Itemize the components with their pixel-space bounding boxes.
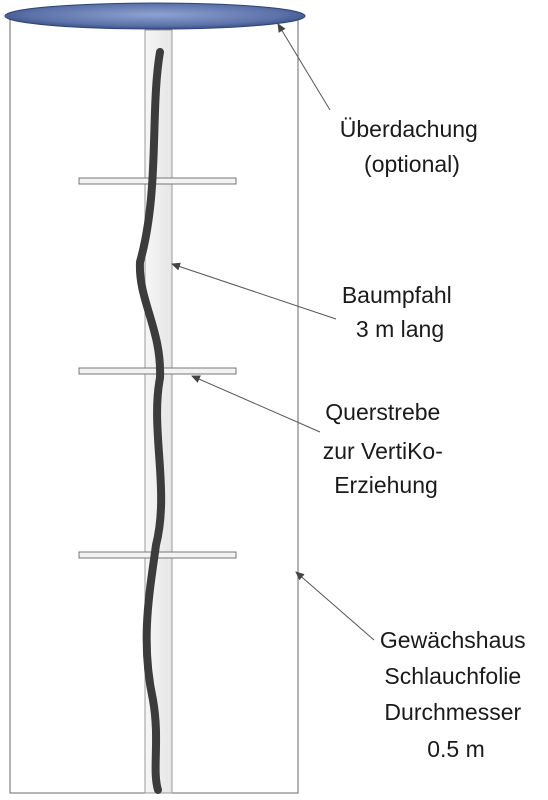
roof-ellipse: [4, 2, 306, 30]
label-stake: Baumpfahl 3 m lang: [342, 282, 458, 342]
label-greenhouse-line-3: Durchmesser: [384, 699, 521, 725]
arrow-roof: [277, 23, 331, 111]
label-roof-line-2: (optional): [364, 151, 460, 177]
label-greenhouse-line-1: Gewächshaus: [380, 627, 526, 653]
label-roof: Überdachung (optional): [340, 116, 485, 177]
label-crossbar-line-3: Erziehung: [334, 472, 438, 498]
crossbar-top: [78, 177, 237, 185]
label-stake-line-1: Baumpfahl: [342, 282, 452, 308]
arrow-stake: [171, 262, 337, 320]
label-crossbar-line-2: zur VertiKo-: [323, 438, 443, 464]
label-greenhouse-line-2: Schlauchfolie: [384, 663, 521, 689]
arrow-greenhouse: [295, 571, 375, 641]
label-stake-line-2: 3 m lang: [356, 316, 444, 342]
label-roof-line-1: Überdachung: [340, 116, 478, 142]
label-crossbar-line-1: Querstrebe: [325, 399, 440, 425]
arrow-crossbar: [191, 375, 321, 433]
label-greenhouse-line-4: 0.5 m: [427, 736, 485, 762]
label-crossbar: Querstrebe zur VertiKo- Erziehung: [323, 399, 450, 498]
label-greenhouse: Gewächshaus Schlauchfolie Durchmesser 0.…: [380, 627, 532, 762]
vine: [135, 48, 166, 794]
